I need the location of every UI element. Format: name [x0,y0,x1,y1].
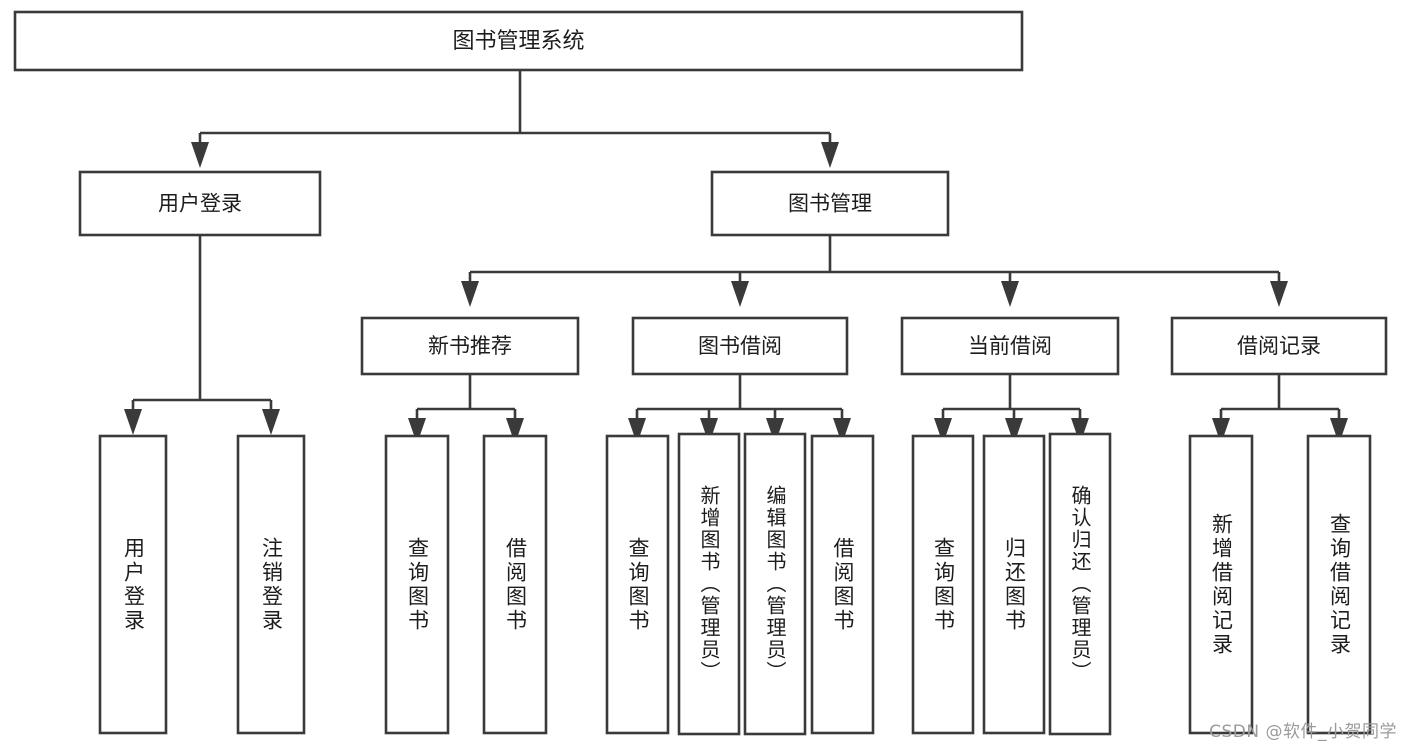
node-box-user-login[interactable] [78,170,322,237]
csdn-watermark: CSDN @软件_小贺同学 [1209,722,1397,742]
node-label-root: 图书管理系统 [452,29,584,54]
connector-root-bus [191,70,839,168]
connector-layer [124,70,1348,444]
box-layer [13,10,1388,736]
node-box-cb-query[interactable] [911,434,975,735]
node-label-book-manage: 图书管理 [788,192,872,216]
node-box-ul-logout[interactable] [236,434,306,735]
node-label-current-borrow: 当前借阅 [968,334,1052,358]
node-label-new-book-rec: 新书推荐 [428,334,512,358]
node-box-current-borrow[interactable] [900,316,1120,376]
node-box-book-manage[interactable] [710,170,950,237]
node-box-new-book-rec[interactable] [360,316,580,376]
connector-br-bus [1212,374,1348,444]
connector-nbr-bus [408,374,524,444]
node-box-cb-return[interactable] [982,434,1046,735]
node-box-bb-edit[interactable] [743,432,807,736]
node-box-ul-login[interactable] [98,434,168,735]
node-box-bb-query[interactable] [605,434,670,735]
node-label-user-login: 用户登录 [158,192,242,216]
node-box-root[interactable] [13,10,1024,72]
connector-book-manage-bus [461,235,1288,307]
connector-user-login-bus [124,235,280,435]
node-box-nbr-query[interactable] [384,434,450,735]
node-box-borrow-record[interactable] [1170,316,1388,376]
node-label-borrow-record: 借阅记录 [1237,334,1321,358]
node-label-book-borrow: 图书借阅 [698,334,782,358]
node-box-br-query[interactable] [1306,434,1372,735]
node-box-bb-borrow[interactable] [810,434,875,735]
node-box-cb-confirm[interactable] [1048,432,1112,736]
node-box-br-add[interactable] [1188,434,1254,735]
node-box-nbr-borrow[interactable] [482,434,548,735]
connector-cb-bus [934,374,1089,444]
node-box-bb-add[interactable] [677,432,741,736]
node-box-book-borrow[interactable] [631,316,849,376]
connector-bb-bus [628,374,851,444]
